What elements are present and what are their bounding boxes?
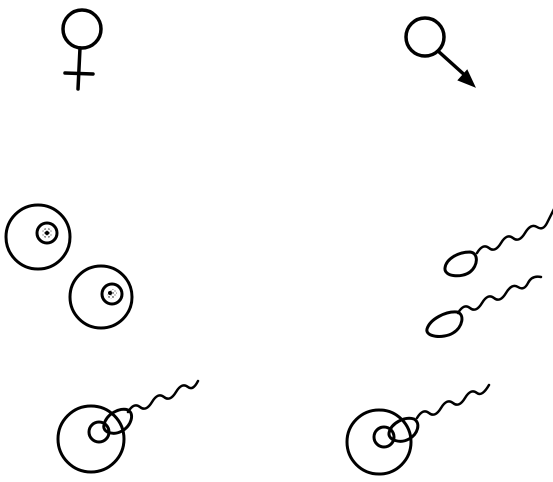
sperm-cell-icon [427,277,541,337]
fertilization-icon [58,381,198,472]
sperm-cell-icon [445,207,553,276]
egg-cell-icon [70,266,132,328]
female-symbol-icon [63,10,101,89]
male-symbol-icon [406,18,474,86]
fertilization-icon [347,385,489,474]
egg-cell-icon [6,205,70,269]
